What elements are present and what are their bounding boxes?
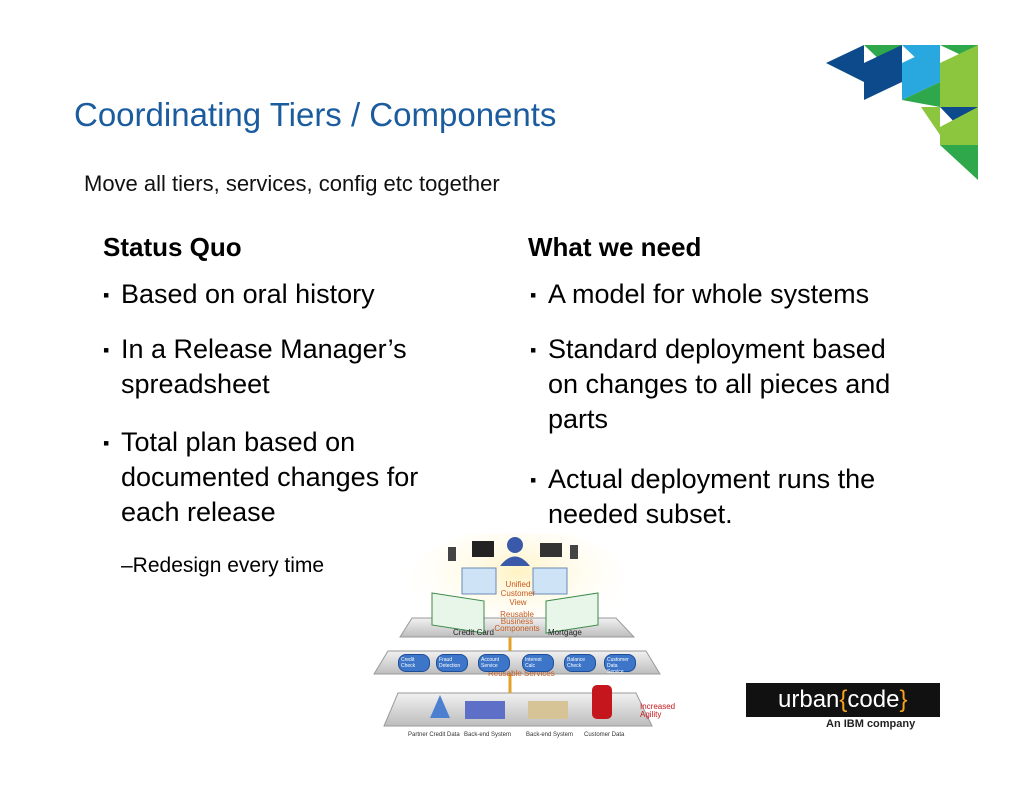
what-we-need-bullet: ▪ A model for whole systems <box>530 277 968 312</box>
urbancode-logo <box>746 683 940 717</box>
status-quo-bullet: ▪ Based on oral history <box>103 277 451 312</box>
diagram-graphic <box>373 533 661 727</box>
what-we-need-heading: What we need <box>528 232 702 262</box>
status-quo-column: Status Quo <box>103 232 503 263</box>
bullet-square-icon: ▪ <box>103 285 110 305</box>
what-we-need-bullet: ▪ Standard deployment based on changes t… <box>530 334 891 434</box>
bullet-square-icon: ▪ <box>530 340 537 360</box>
slide-title: Coordinating Tiers / Components <box>74 96 557 133</box>
bullet-square-icon: ▪ <box>530 285 537 305</box>
bottom-label: Back-end System <box>526 732 574 738</box>
bottom-label: Partner Credit Data <box>408 732 460 738</box>
service-pill: Customer Data Service <box>604 654 636 675</box>
service-pill: Interest Calc <box>522 654 554 672</box>
reusable-business-label: Reusable Business Components <box>494 610 540 633</box>
unified-view-label: Unified Customer View <box>500 580 536 607</box>
status-quo-sub-bullet: –Redesign every time <box>121 554 325 577</box>
credit-card-label: Credit Card <box>453 628 494 637</box>
mortgage-label: Mortgage <box>548 628 582 637</box>
service-pill: Balance Check <box>564 654 596 672</box>
bullet-square-icon: ▪ <box>530 470 537 490</box>
service-pill: Fraud Detection <box>436 654 468 672</box>
bottom-label: Customer Data <box>584 732 625 738</box>
slide-subtitle: Move all tiers, services, config etc tog… <box>84 171 500 196</box>
bottom-label: Back-end System <box>464 732 512 738</box>
bullet-square-icon: ▪ <box>103 340 110 360</box>
service-pill: Credit Check <box>398 654 430 672</box>
status-quo-bullet: ▪ Total plan based on documented changes… <box>103 427 419 527</box>
reusable-services-label: Reusable Services <box>488 669 555 678</box>
status-quo-heading: Status Quo <box>103 232 242 262</box>
what-we-need-bullet: ▪ Actual deployment runs the needed subs… <box>530 464 876 529</box>
urbancode-logo-text: urban{code} <box>778 686 908 713</box>
status-quo-bullet: ▪ In a Release Manager’s spreadsheet <box>103 334 407 399</box>
what-we-need-column: What we need <box>528 232 928 263</box>
bullet-square-icon: ▪ <box>103 433 110 453</box>
increased-agility-label: Increased Agility <box>640 702 676 719</box>
corner-decoration <box>826 45 978 180</box>
service-pill: Account Service <box>478 654 510 672</box>
ibm-company-tagline: An IBM company <box>826 718 916 730</box>
architecture-diagram: Unified Customer View Reusable Business … <box>370 533 675 743</box>
